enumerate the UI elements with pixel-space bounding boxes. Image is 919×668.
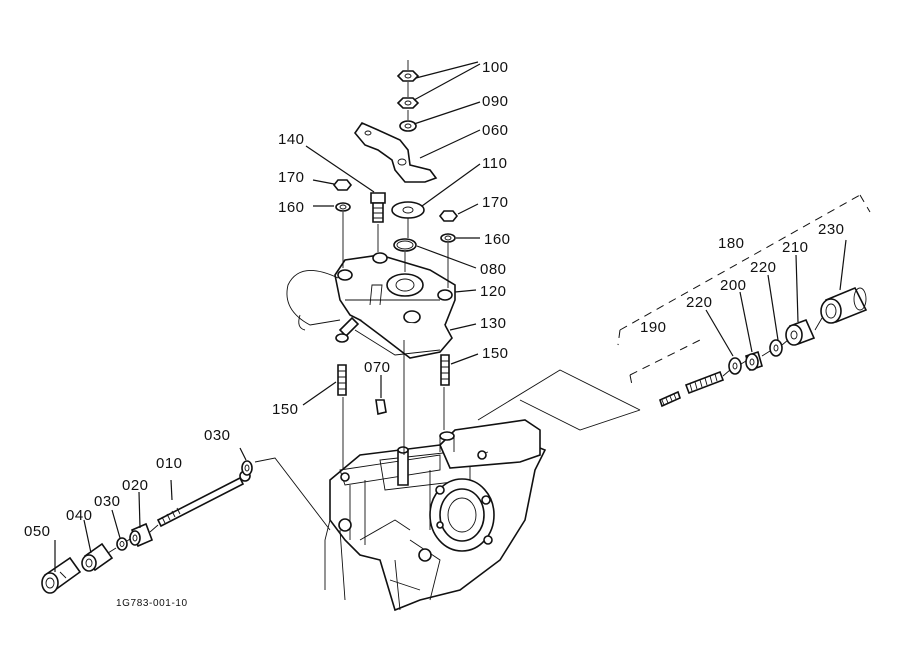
part-labels: 100 090 060 140 110 170 160 170 160 080 …: [24, 59, 845, 609]
reference-code: 1G783-001-10: [116, 598, 188, 609]
label-080: 080: [480, 261, 507, 278]
label-180: 180: [718, 235, 745, 252]
label-200: 200: [720, 277, 747, 294]
label-050: 050: [24, 523, 51, 540]
label-160-right: 160: [484, 231, 511, 248]
label-210: 210: [782, 239, 809, 256]
label-030-lower: 030: [94, 493, 121, 510]
label-220-lower: 220: [686, 294, 713, 311]
label-170-left: 170: [278, 169, 305, 186]
label-070: 070: [364, 359, 391, 376]
label-140: 140: [278, 131, 305, 148]
label-160-left: 160: [278, 199, 305, 216]
label-170-right: 170: [482, 194, 509, 211]
engine-block: [324, 419, 547, 612]
label-230: 230: [818, 221, 845, 238]
label-020: 020: [122, 477, 149, 494]
label-030-upper: 030: [204, 427, 231, 444]
right-parts: [477, 194, 871, 431]
label-060: 060: [482, 122, 509, 139]
leader-lines: [54, 61, 847, 572]
label-120: 120: [480, 283, 507, 300]
upper-parts: [332, 70, 459, 415]
label-190: 190: [640, 319, 667, 336]
label-110: 110: [482, 155, 507, 172]
label-130: 130: [480, 315, 507, 332]
left-parts: [41, 457, 331, 594]
label-040: 040: [66, 507, 93, 524]
label-090: 090: [482, 93, 509, 110]
governor-cover: [286, 252, 456, 359]
assembly-lines: [342, 60, 449, 470]
label-150-right: 150: [482, 345, 509, 362]
label-220-upper: 220: [750, 259, 777, 276]
label-100: 100: [482, 59, 509, 76]
label-010: 010: [156, 455, 183, 472]
label-150-left: 150: [272, 401, 299, 418]
